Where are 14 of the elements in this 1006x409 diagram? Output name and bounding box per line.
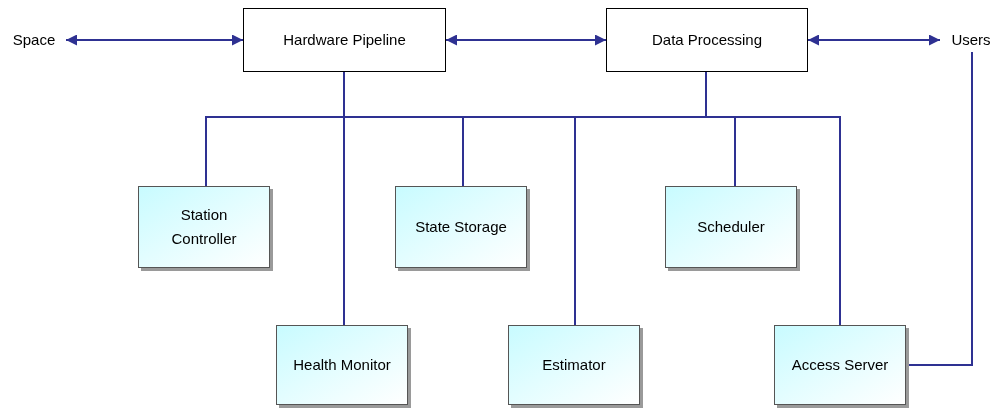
module-box: Station Controller bbox=[138, 186, 270, 268]
node-label: Users bbox=[940, 28, 1002, 52]
process-box: Hardware Pipeline bbox=[243, 8, 446, 72]
arrow bbox=[445, 34, 607, 46]
module-box: Access Server bbox=[774, 325, 906, 405]
arrow bbox=[807, 34, 941, 46]
connector-line bbox=[343, 71, 345, 326]
arrow bbox=[65, 34, 244, 46]
module-box: Scheduler bbox=[665, 186, 797, 268]
node-label: Space bbox=[2, 28, 66, 52]
module-box: State Storage bbox=[395, 186, 527, 268]
module-box: Estimator bbox=[508, 325, 640, 405]
module-box: Health Monitor bbox=[276, 325, 408, 405]
process-box: Data Processing bbox=[606, 8, 808, 72]
